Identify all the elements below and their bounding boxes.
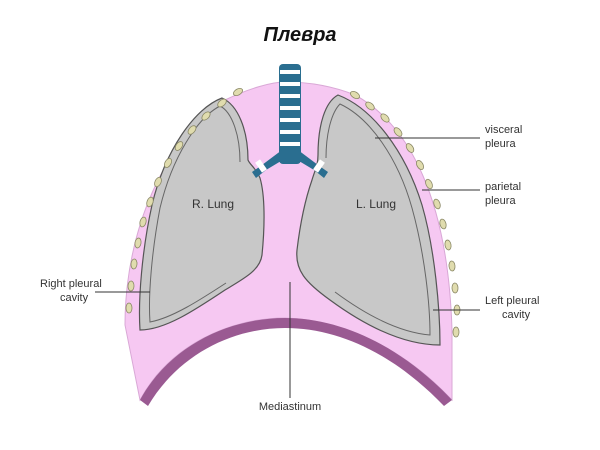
left-lung	[296, 94, 441, 346]
diagram-title: Плевра	[263, 24, 337, 46]
left-cavity-label-1: Left pleural	[485, 295, 539, 307]
leader-lines	[95, 137, 480, 398]
left-cavity-label-2: cavity	[502, 309, 531, 321]
right-cavity-label-1: Right pleural	[40, 278, 102, 290]
left-visceral-line	[325, 103, 431, 336]
trachea	[252, 64, 328, 178]
r-lung-label: R. Lung	[192, 197, 234, 211]
l-lung-label: L. Lung	[356, 197, 396, 211]
parietal-label-2: pleura	[485, 195, 516, 207]
mediastinum-label: Mediastinum	[259, 401, 321, 413]
parietal-label-1: parietal	[485, 181, 521, 193]
visceral-label-2: pleura	[485, 138, 516, 150]
visceral-label-1: visceral	[485, 124, 522, 136]
ribs-left	[125, 87, 243, 314]
diaphragm	[140, 318, 452, 406]
right-visceral-line	[148, 105, 241, 323]
right-lung	[138, 97, 265, 331]
right-cavity-label-2: cavity	[60, 292, 89, 304]
